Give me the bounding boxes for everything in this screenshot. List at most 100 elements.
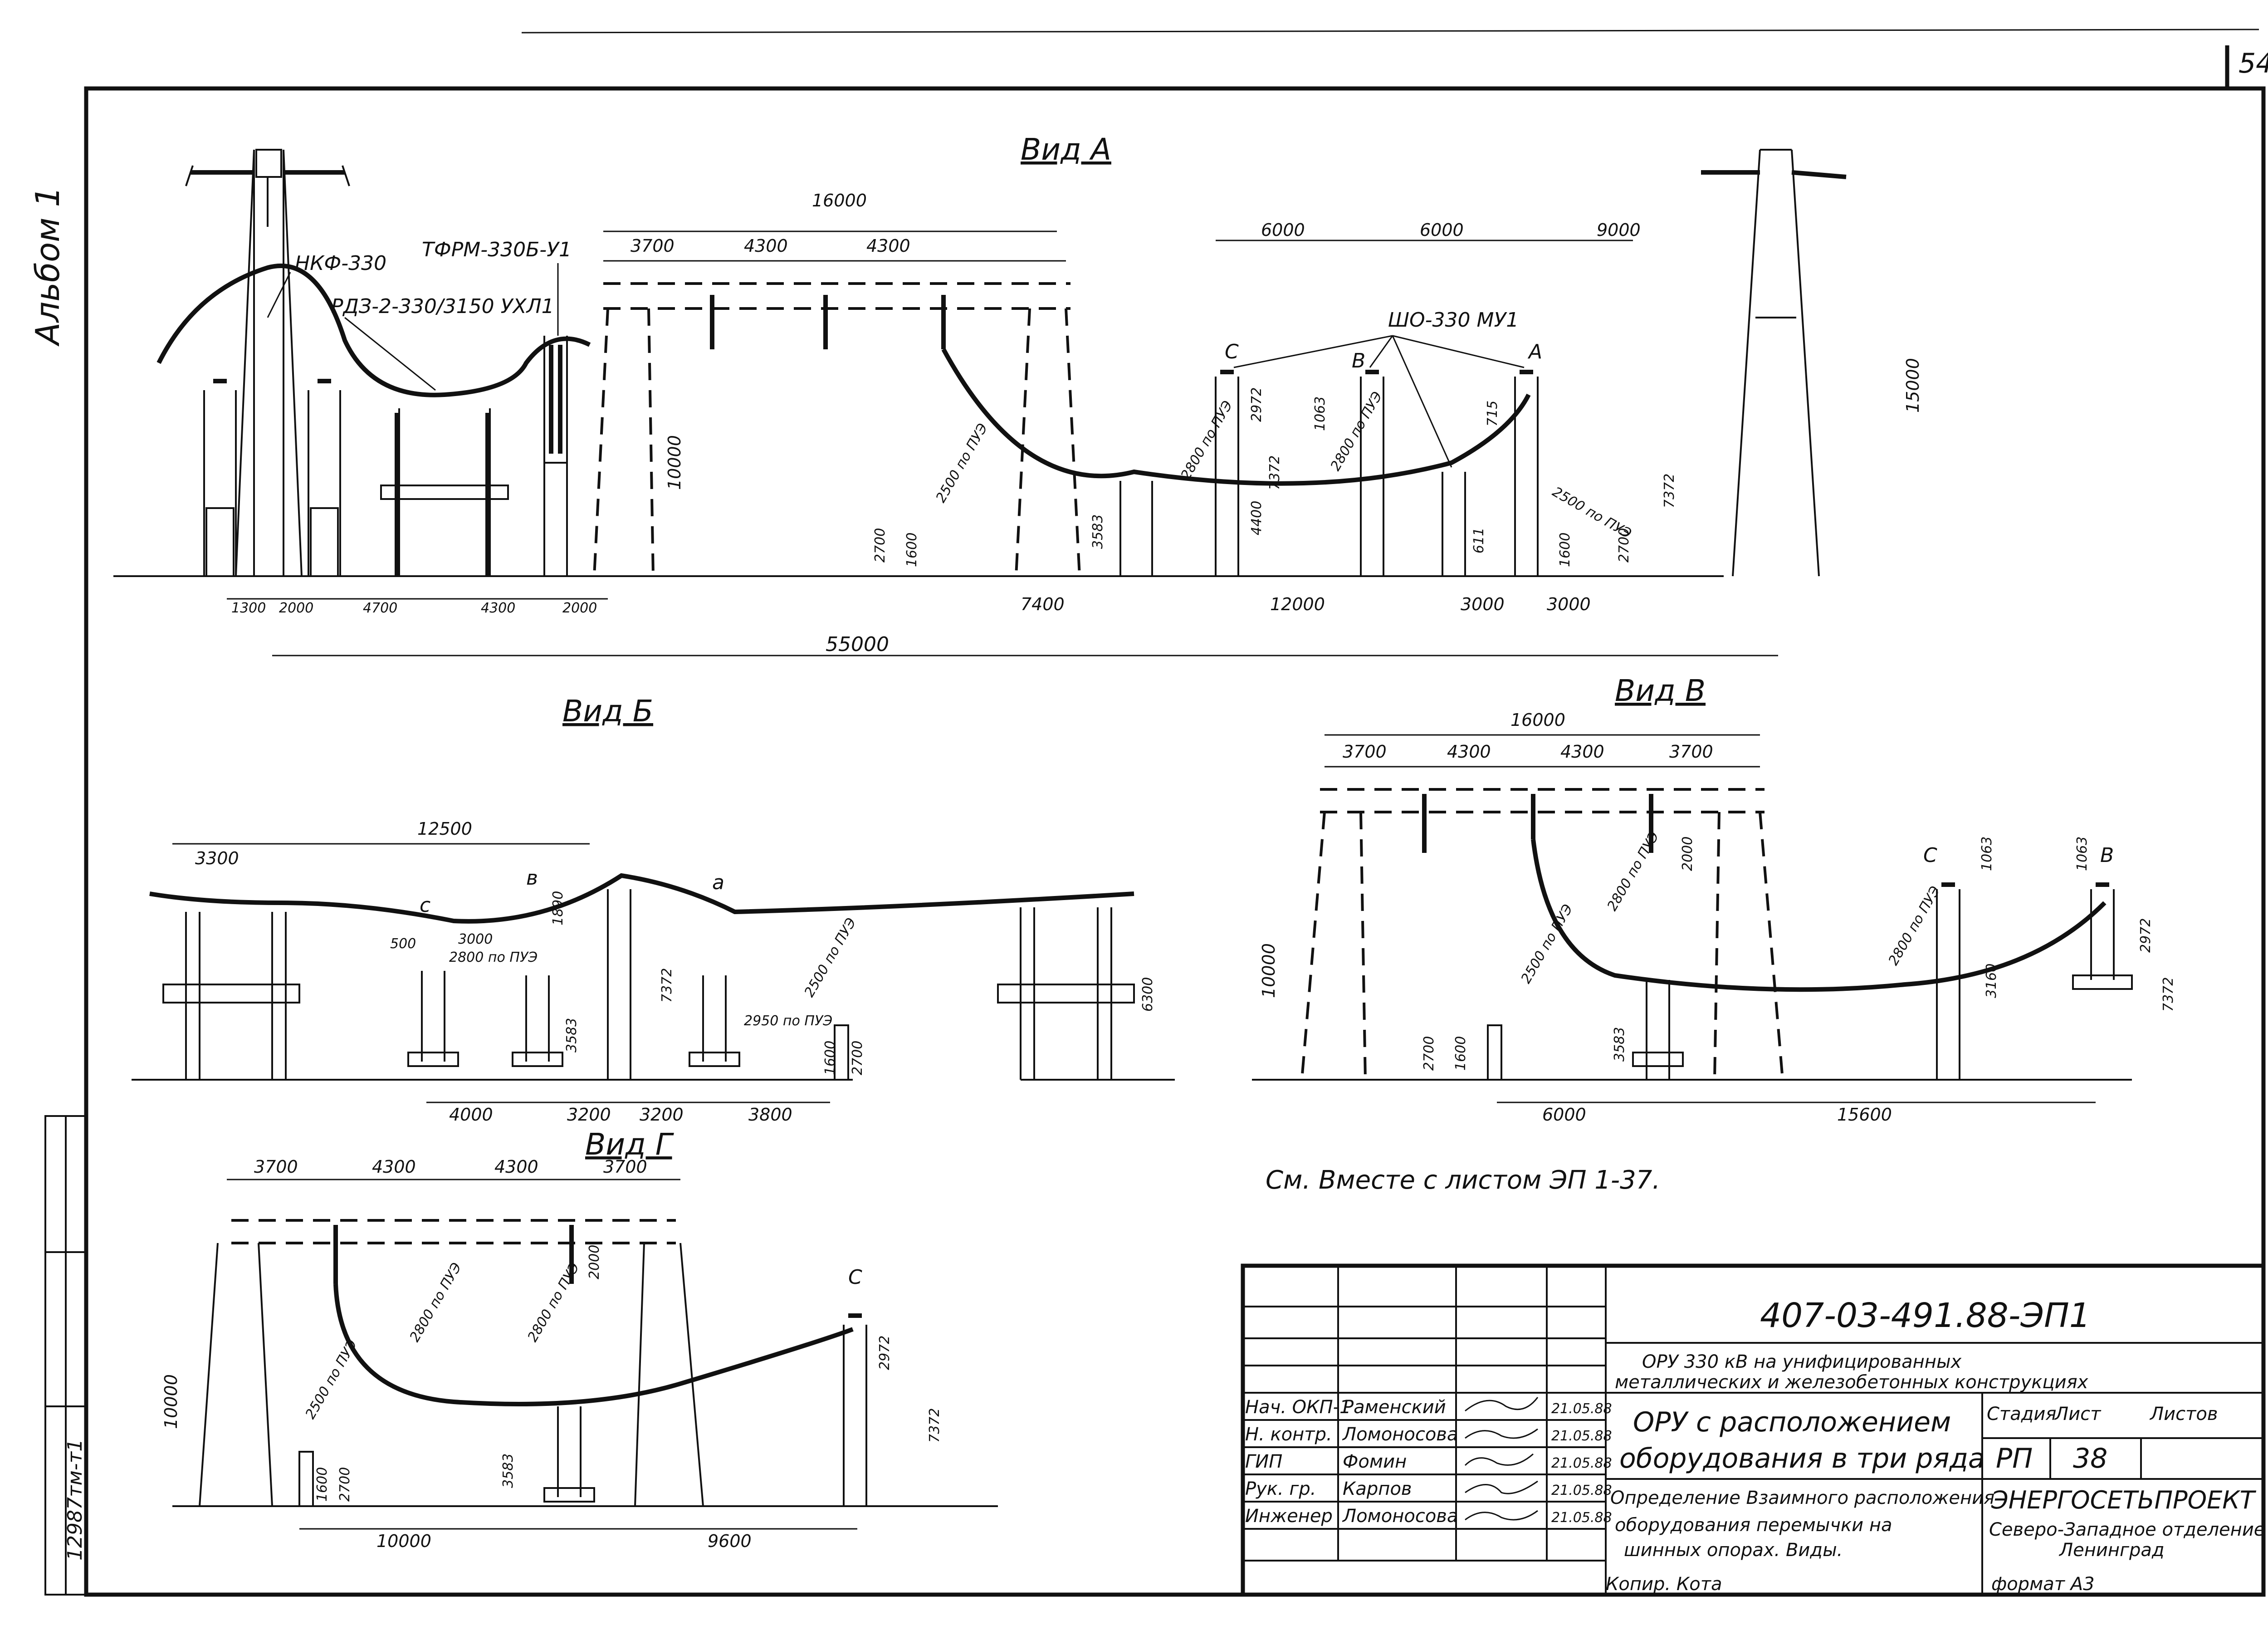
- handwritten-signature: [1465, 1510, 1538, 1521]
- b-dim-2800: 2800 по ПУЭ: [449, 950, 538, 965]
- b-bdim-3800: 3800: [748, 1105, 792, 1125]
- sheet-title-2: оборудования перемычки на: [1615, 1515, 1892, 1536]
- bdim-3000a: 3000: [1461, 594, 1505, 614]
- b-dim-1890: 1890: [550, 891, 566, 925]
- v-vdim-1600: 1600: [1453, 1036, 1469, 1071]
- sheet-title-3: шинных опорах. Виды.: [1624, 1540, 1843, 1561]
- nkf-supports: [203, 390, 341, 576]
- handwritten-signature: [1464, 1453, 1534, 1466]
- top-edge-line: [521, 29, 2259, 34]
- bdim-3000b: 3000: [1547, 594, 1591, 614]
- nkf-base-right: [310, 507, 339, 577]
- sho-leaders: [1233, 335, 1525, 468]
- label-tfrm: ТФРМ-330Б-У1: [422, 238, 572, 261]
- view-v-portal-beam: [1320, 788, 1765, 813]
- stage-header: Стадия: [1987, 1404, 2056, 1425]
- vdim-15000: 15000: [1903, 358, 1923, 413]
- role-label: Н. контр.: [1245, 1424, 1332, 1445]
- view-b-title: Вид Б: [562, 694, 653, 729]
- rdz-insulators: [395, 413, 490, 576]
- g-bdim-10000: 10000: [376, 1531, 431, 1551]
- handwritten-signature: [1465, 1397, 1539, 1412]
- g-clear-2800a: 2800 по ПУЭ: [407, 1260, 465, 1345]
- inventory-number: 12987тм-т1: [64, 1439, 87, 1561]
- view-a-sag-bus: [941, 348, 1531, 486]
- left-tower-top: [255, 149, 282, 178]
- right-tower: [1732, 149, 1820, 577]
- v-vdim-1063b: 1063: [2074, 837, 2090, 871]
- g-clear-2500: 2500 по ПУЭ: [303, 1337, 361, 1422]
- b-dim-2700: 2700: [850, 1041, 865, 1075]
- view-g: Вид Г 3700 4300 4300 3700 С 10000 2000 2…: [161, 1127, 998, 1551]
- b-label-a: а: [712, 871, 724, 894]
- v-dim-16000: 16000: [1510, 710, 1565, 730]
- tfrm-insulator: [549, 345, 562, 454]
- v-vdim-2700: 2700: [1421, 1036, 1437, 1071]
- g-vdim-1600: 1600: [314, 1467, 330, 1502]
- view-a-dim-lines: [227, 230, 1778, 656]
- v-vdim-1063a: 1063: [1979, 837, 1995, 871]
- date-label: 21.05.88: [1551, 1483, 1612, 1498]
- signature-columns: [1337, 1266, 1607, 1595]
- label-rdz: РДЗ-2-330/3150 УХЛ1: [331, 295, 554, 318]
- v-clear-2800b: 2800 по ПУЭ: [1886, 883, 1944, 968]
- g-dim-3700b: 3700: [603, 1157, 647, 1177]
- v-vdim-2000: 2000: [1680, 837, 1696, 871]
- format-label: формат А3: [1991, 1574, 2095, 1595]
- dim-4300a: 4300: [744, 236, 788, 256]
- role-label: Рук. гр.: [1245, 1478, 1316, 1499]
- left-tower-arm-ends: [185, 165, 350, 186]
- view-b-fence: [834, 1024, 849, 1081]
- role-label: ГИП: [1245, 1451, 1282, 1472]
- company-name: ЭНЕРГОСЕТЬПРОЕКТ: [1991, 1486, 2257, 1514]
- date-label: 21.05.88: [1551, 1428, 1612, 1444]
- handwritten-signature: [1465, 1428, 1538, 1439]
- bdim-12000: 12000: [1270, 594, 1325, 614]
- vdim-1600-right: 1600: [1557, 533, 1573, 567]
- view-g-bus: [333, 1283, 854, 1406]
- vdim-4400: 4400: [1249, 501, 1265, 535]
- b-label-b: в: [526, 867, 538, 890]
- post-sag: [1119, 481, 1153, 576]
- vdim-611: 611: [1471, 528, 1487, 553]
- b-bdim-3200a: 3200: [567, 1105, 611, 1125]
- view-b-right-supports: [1020, 907, 1112, 1080]
- b-dim-3000: 3000: [458, 931, 493, 947]
- view-v: Вид В 16000 3700 4300 4300 3700 С В 1000…: [1252, 673, 2176, 1125]
- vdim-1063: 1063: [1312, 397, 1328, 431]
- bdim-1300: 1300: [231, 600, 266, 616]
- album-label: Альбом 1: [29, 186, 67, 347]
- phase-c-label: С: [1225, 340, 1239, 363]
- note-see-also: См. Вместе с листом ЭП 1-37.: [1266, 1165, 1660, 1195]
- name-label: Карпов: [1343, 1478, 1412, 1499]
- b-dim-2950: 2950 по ПУЭ: [744, 1013, 832, 1029]
- bdim-2000: 2000: [279, 600, 313, 616]
- b-dim-6300: 6300: [1140, 977, 1156, 1012]
- signature-empty-rows: [1243, 1306, 1606, 1366]
- right-tower-arms: [1701, 170, 1847, 179]
- view-v-fence: [1487, 1024, 1502, 1081]
- signature-row: Нач. ОКП-1 Раменский 21.05.88: [1245, 1397, 1612, 1418]
- date-label: 21.05.88: [1551, 1455, 1612, 1471]
- post-right: [1442, 472, 1466, 576]
- g-dim-4300b: 4300: [494, 1157, 538, 1177]
- view-g-portal-legs: [199, 1243, 704, 1507]
- b-dim-3300: 3300: [195, 848, 239, 868]
- sheet-title-1: Определение Взаимного расположения: [1610, 1488, 1994, 1508]
- v-vdim-2972: 2972: [2138, 918, 2154, 953]
- v-vdim-3160: 3160: [1984, 964, 1999, 998]
- v-bdim-15600: 15600: [1837, 1105, 1892, 1125]
- sheet-value: 38: [2073, 1443, 2107, 1474]
- handwritten-signature: [1465, 1480, 1538, 1494]
- tfrm-base: [543, 462, 568, 577]
- stage-value: РП: [1996, 1443, 2033, 1474]
- b-bdim-3200b: 3200: [640, 1105, 684, 1125]
- vdim-10000: 10000: [665, 435, 684, 490]
- view-v-strings: [1422, 794, 1653, 853]
- view-v-dim-top: [1325, 734, 1760, 768]
- clear-2500-left: 2500 по ПУЭ: [933, 421, 991, 505]
- b-dim-3583: 3583: [564, 1018, 580, 1053]
- vdim-7372-right: 7372: [1662, 474, 1677, 508]
- signature-rows: [1243, 1392, 2263, 1562]
